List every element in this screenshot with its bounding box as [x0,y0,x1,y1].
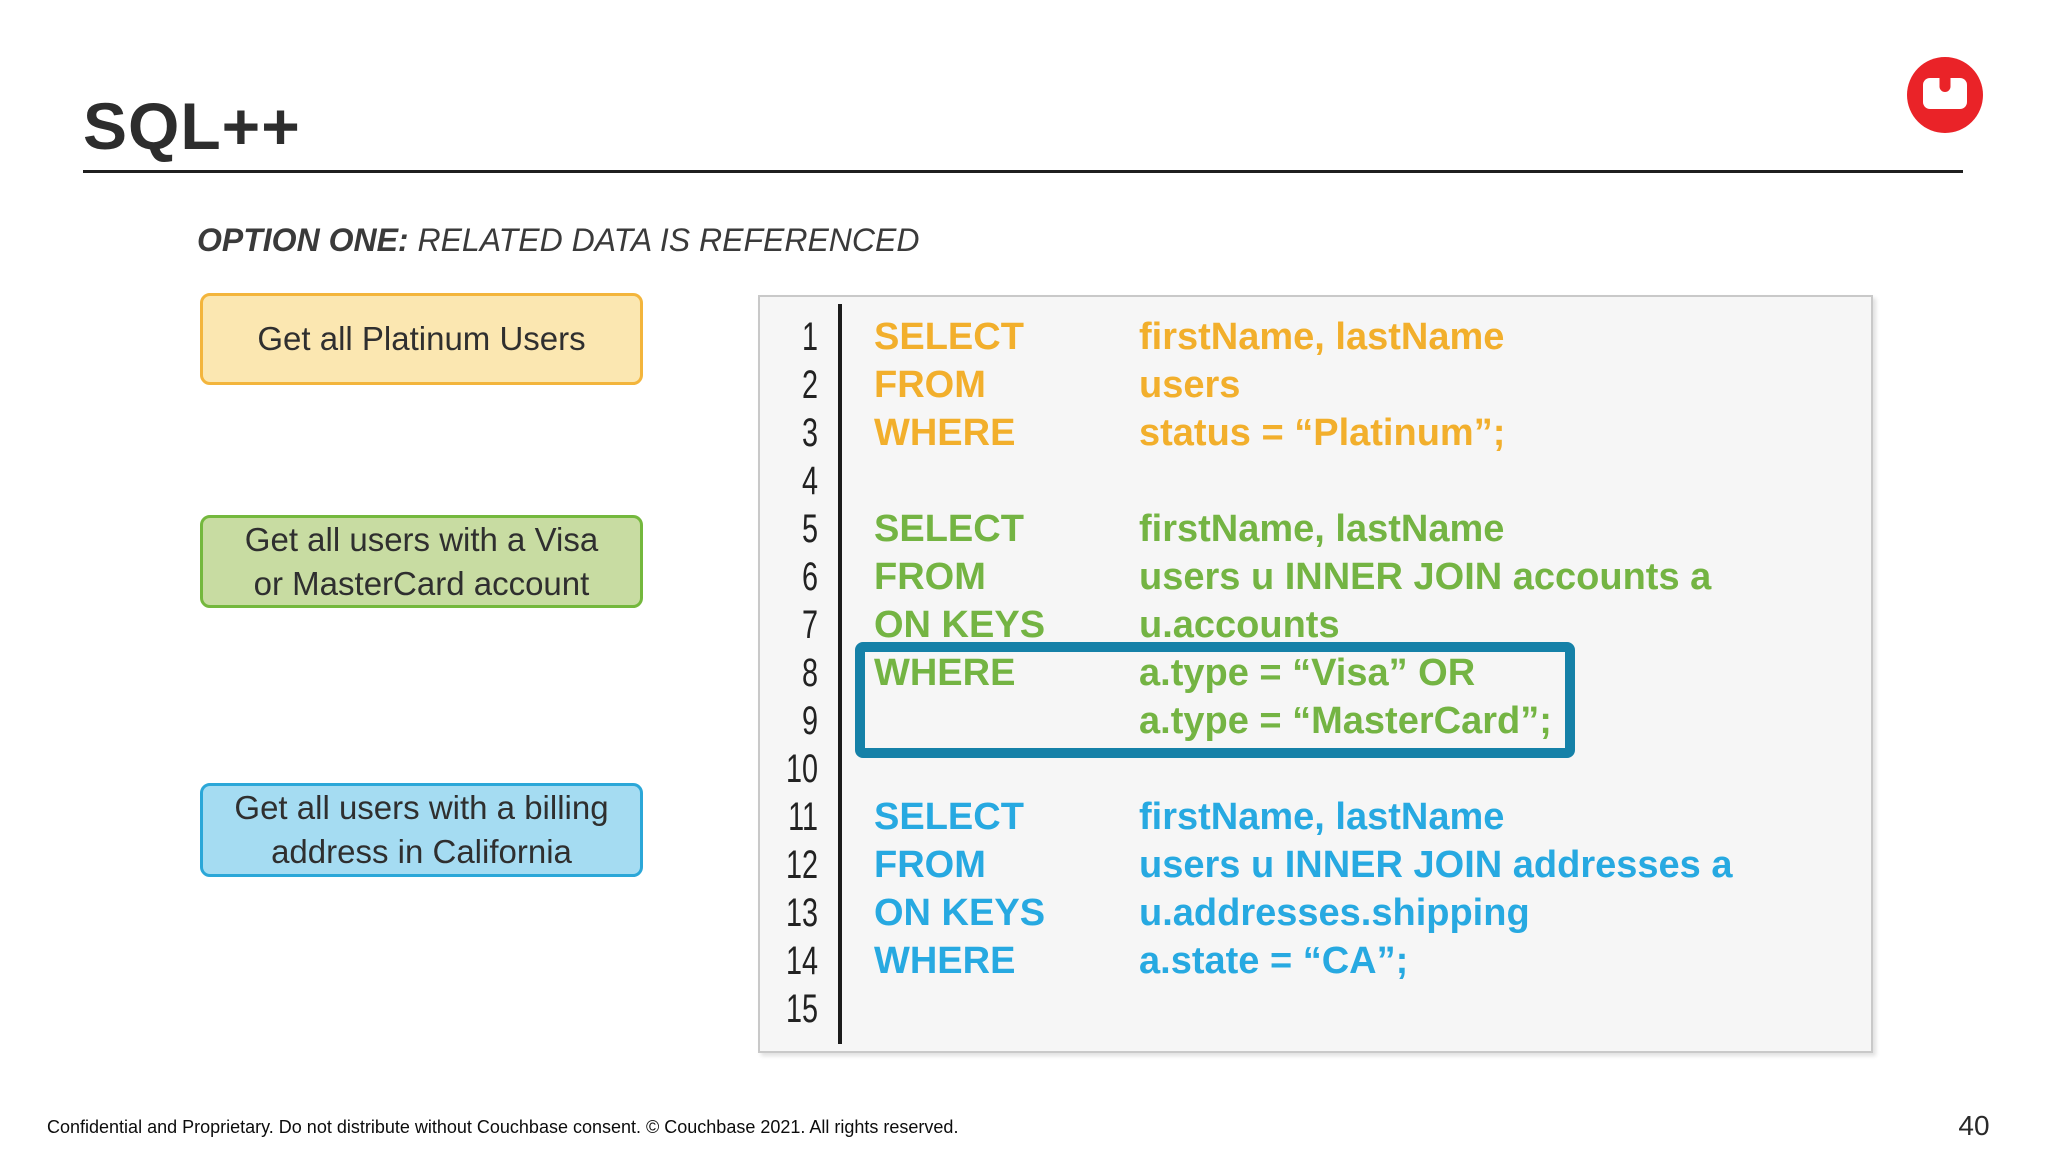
line-number: 6 [801,555,818,599]
code-line-11: 11 SELECT firstName, lastName [760,793,1871,841]
line-number: 9 [801,699,818,743]
line-number: 4 [801,459,818,503]
callout-line: Get all Platinum Users [257,320,586,357]
option-description: RELATED DATA IS REFERENCED [408,222,920,258]
sql-expression: firstName, lastName [1139,508,1505,550]
code-line-4: 4 [760,457,1871,505]
sql-keyword: SELECT [874,316,1024,358]
line-number: 10 [785,747,818,791]
callout-line: Get all users with a billing [234,789,609,826]
option-subtitle: OPTION ONE: RELATED DATA IS REFERENCED [197,222,919,259]
callout-line: Get all users with a Visa [244,520,599,558]
line-number: 13 [785,891,818,935]
option-label: OPTION ONE: [197,222,409,258]
line-number: 5 [801,507,818,551]
code-line-8: 8 WHERE a.type = “Visa” OR [760,649,1871,697]
code-line-13: 13 ON KEYS u.addresses.shipping [760,889,1871,937]
code-line-14: 14 WHERE a.state = “CA”; [760,937,1871,985]
callout-billing-california: Get all users with a billing address in C… [200,783,643,877]
gutter-divider [838,304,842,1044]
page-title: SQL++ [83,89,301,163]
sql-keyword: WHERE [874,412,1016,454]
line-number: 15 [785,987,818,1031]
callout-line: or MasterCard account [253,564,590,602]
sql-expression: u.accounts [1139,604,1340,646]
sql-keyword: FROM [874,844,986,886]
code-line-15: 15 [760,985,1871,1033]
line-number: 7 [801,603,818,647]
sql-keyword: ON KEYS [874,604,1046,646]
sql-expression: a.state = “CA”; [1139,940,1409,982]
callout-visa-mastercard: Get all users with a Visa or MasterCard a… [200,515,643,608]
sql-keyword: WHERE [874,652,1016,694]
sql-keyword: WHERE [874,940,1016,982]
callout-line: address in California [271,833,572,870]
code-line-5: 5 SELECT firstName, lastName [760,505,1871,553]
couchbase-logo-icon [1907,57,1983,133]
highlight-box [855,642,1575,758]
sql-expression: status = “Platinum”; [1139,412,1506,454]
footer-text: Confidential and Proprietary. Do not dis… [47,1117,959,1137]
sql-expression: firstName, lastName [1139,316,1505,358]
line-number: 1 [801,315,818,359]
sql-expression: firstName, lastName [1139,796,1505,838]
callout-platinum-users: Get all Platinum Users [200,293,643,385]
line-number: 3 [801,411,818,455]
sql-keyword: ON KEYS [874,892,1046,934]
page-number: 40 [1958,1110,1990,1141]
code-line-3: 3 WHERE status = “Platinum”; [760,409,1871,457]
code-line-6: 6 FROM users u INNER JOIN accounts a [760,553,1871,601]
line-number: 2 [801,363,818,407]
code-line-2: 2 FROM users [760,361,1871,409]
code-line-12: 12 FROM users u INNER JOIN addresses a [760,841,1871,889]
line-number: 12 [785,843,818,887]
sql-keyword: SELECT [874,796,1024,838]
line-number: 14 [785,939,818,983]
code-line-9: 9 a.type = “MasterCard”; [760,697,1871,745]
sql-expression: users u INNER JOIN addresses a [1139,844,1733,886]
sql-expression: u.addresses.shipping [1139,892,1530,934]
code-line-10: 10 [760,745,1871,793]
sql-keyword: FROM [874,556,986,598]
sql-expression: users [1139,364,1241,406]
sql-expression: a.type = “MasterCard”; [1139,700,1552,742]
sql-keyword: SELECT [874,508,1024,550]
sql-expression: users u INNER JOIN accounts a [1139,556,1712,598]
line-number: 11 [788,795,818,839]
code-line-7: 7 ON KEYS u.accounts [760,601,1871,649]
sql-keyword: FROM [874,364,986,406]
code-line-1: 1 SELECT firstName, lastName [760,313,1871,361]
title-underline [83,170,1963,173]
line-number: 8 [801,651,818,695]
sql-expression: a.type = “Visa” OR [1139,652,1476,694]
